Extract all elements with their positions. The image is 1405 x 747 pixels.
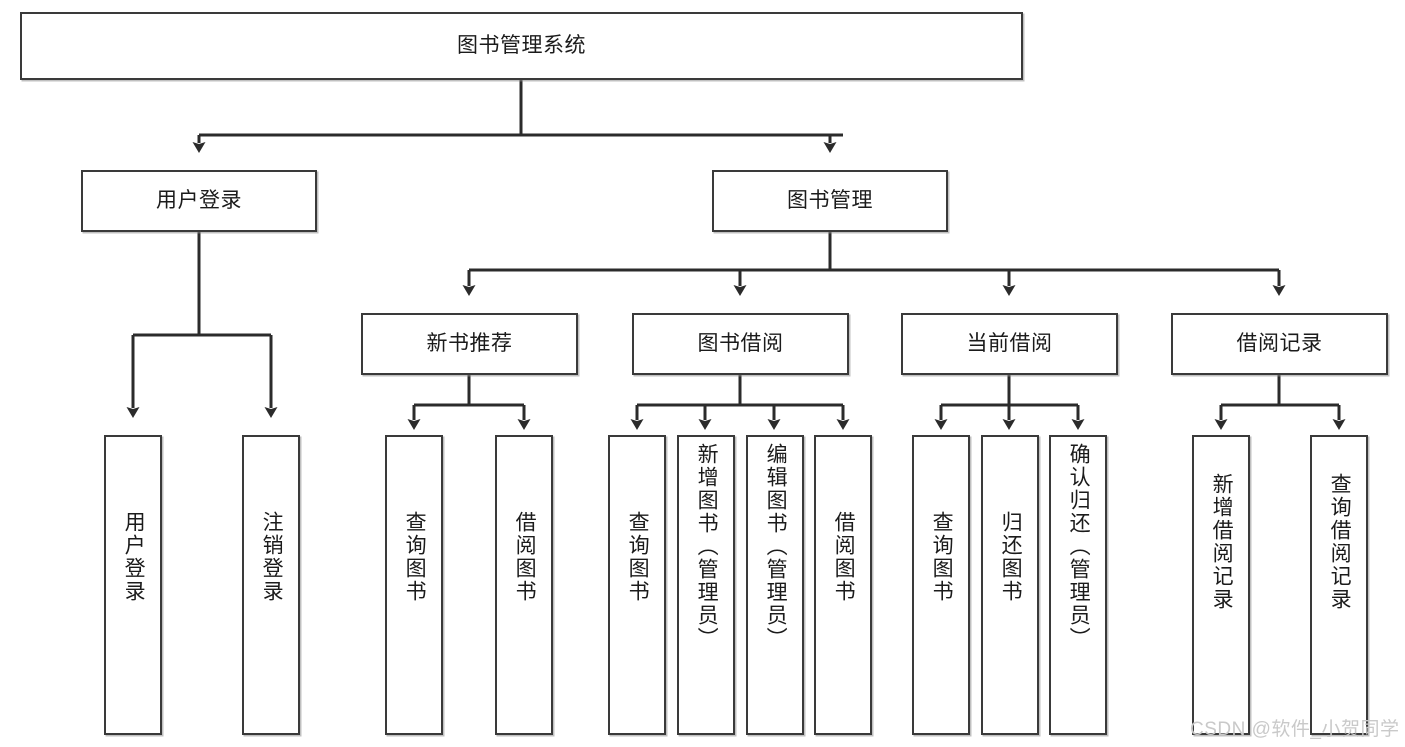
node-leaf-query-record-label: 查询借阅记录: [1328, 473, 1352, 611]
node-leaf-user-login[interactable]: 用户登录: [104, 435, 162, 735]
node-root-label: 图书管理系统: [457, 33, 586, 57]
node-leaf-query-book-2[interactable]: 查询图书: [608, 435, 666, 735]
node-leaf-query-book-1[interactable]: 查询图书: [385, 435, 443, 735]
node-borrow-record[interactable]: 借阅记录: [1171, 313, 1388, 375]
node-book-management[interactable]: 图书管理: [712, 170, 948, 232]
node-leaf-query-book-1-label: 查询图书: [403, 511, 427, 603]
node-leaf-borrow-book-1[interactable]: 借阅图书: [495, 435, 553, 735]
node-leaf-add-record-label: 新增借阅记录: [1210, 473, 1234, 611]
node-leaf-user-login-label: 用户登录: [122, 511, 146, 603]
node-leaf-add-record[interactable]: 新增借阅记录: [1192, 435, 1250, 735]
node-leaf-return-book-label: 归还图书: [999, 511, 1023, 603]
node-new-book-recommend-label: 新书推荐: [426, 331, 513, 355]
node-leaf-edit-book-label: 编辑图书（管理员）: [764, 443, 788, 650]
node-book-borrow[interactable]: 图书借阅: [632, 313, 849, 375]
node-current-borrow[interactable]: 当前借阅: [901, 313, 1118, 375]
node-leaf-query-record[interactable]: 查询借阅记录: [1310, 435, 1368, 735]
node-leaf-borrow-book-1-label: 借阅图书: [513, 511, 537, 603]
node-leaf-borrow-book-2[interactable]: 借阅图书: [814, 435, 872, 735]
node-leaf-borrow-book-2-label: 借阅图书: [832, 511, 856, 603]
node-new-book-recommend[interactable]: 新书推荐: [361, 313, 578, 375]
node-leaf-user-logout-label: 注销登录: [260, 511, 284, 603]
node-leaf-add-book-label: 新增图书（管理员）: [695, 443, 719, 650]
node-leaf-confirm-return[interactable]: 确认归还（管理员）: [1049, 435, 1107, 735]
node-root[interactable]: 图书管理系统: [20, 12, 1023, 80]
node-borrow-record-label: 借阅记录: [1236, 331, 1323, 355]
node-book-management-label: 图书管理: [787, 188, 873, 212]
node-leaf-query-book-3-label: 查询图书: [930, 511, 954, 603]
node-user-login[interactable]: 用户登录: [81, 170, 317, 232]
node-leaf-user-logout[interactable]: 注销登录: [242, 435, 300, 735]
node-leaf-query-book-2-label: 查询图书: [626, 511, 650, 603]
node-book-borrow-label: 图书借阅: [697, 331, 784, 355]
node-current-borrow-label: 当前借阅: [966, 331, 1053, 355]
node-leaf-add-book[interactable]: 新增图书（管理员）: [677, 435, 735, 735]
node-leaf-return-book[interactable]: 归还图书: [981, 435, 1039, 735]
watermark-text: CSDN @软件_小贺同学: [1190, 719, 1400, 740]
node-leaf-edit-book[interactable]: 编辑图书（管理员）: [746, 435, 804, 735]
node-leaf-confirm-return-label: 确认归还（管理员）: [1067, 443, 1091, 650]
node-user-login-label: 用户登录: [156, 188, 242, 212]
node-leaf-query-book-3[interactable]: 查询图书: [912, 435, 970, 735]
